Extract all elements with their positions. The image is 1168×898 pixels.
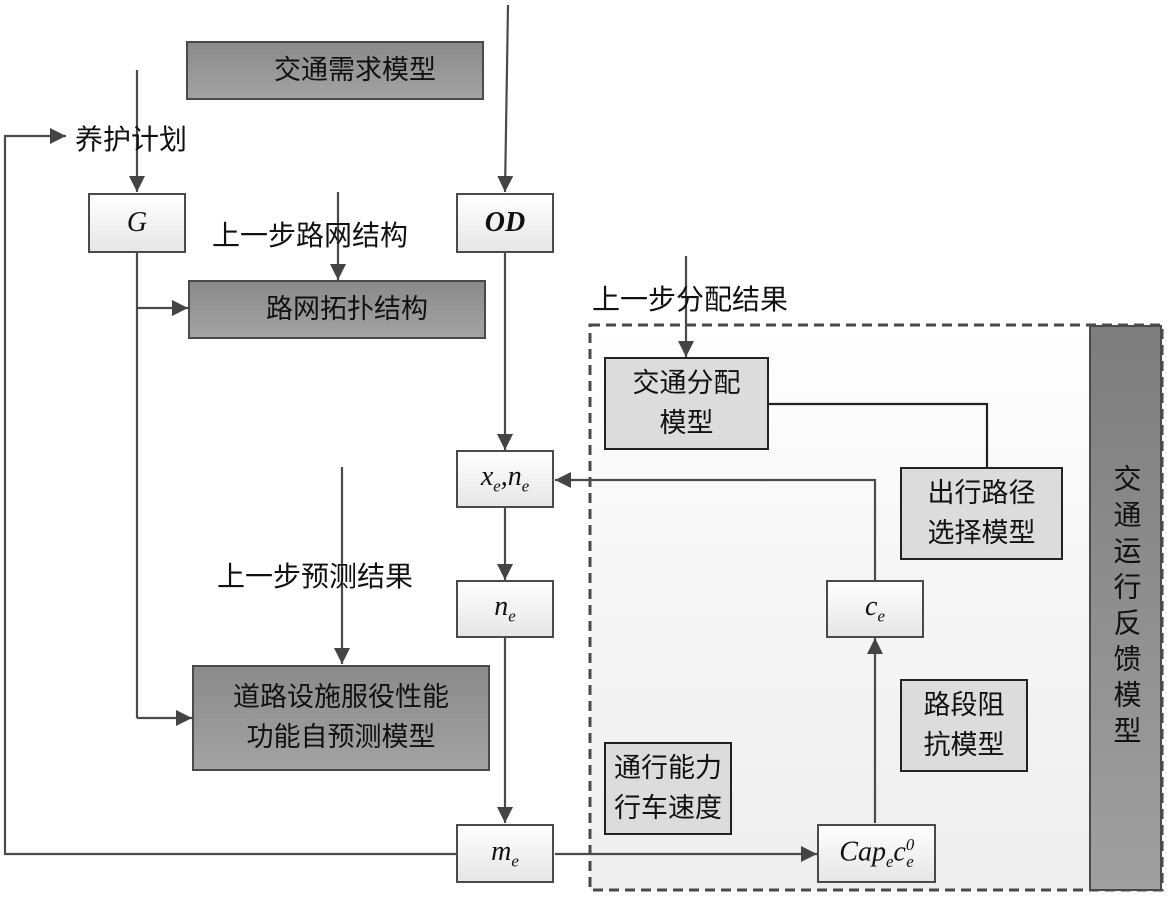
capacity-speed-line2: 行车速度 xyxy=(614,792,722,824)
link-impedance-model-line2: 抗模型 xyxy=(923,729,1005,761)
line-assignment-to-route xyxy=(769,402,989,467)
feedback-boundary xyxy=(588,323,1164,892)
cap-ce0-label: Capec0e xyxy=(839,835,915,871)
route-choice-model-line1: 出行路径 xyxy=(927,477,1036,509)
traffic-assignment-model-line1: 交通分配 xyxy=(632,367,741,399)
network-topology-box: 路网拓扑结构 xyxy=(188,280,486,339)
performance-prediction-model-box: 道路设施服役性能 功能自预测模型 xyxy=(192,665,490,771)
ce-label: ce xyxy=(865,591,885,626)
maintenance-plan-label: 养护计划 xyxy=(75,123,188,156)
xe-ne-label: xe,ne xyxy=(480,461,530,496)
ne-label: ne xyxy=(494,591,516,626)
ne-box: ne xyxy=(456,580,554,638)
traffic-feedback-model-bar: 交通运行反馈模型 xyxy=(1089,325,1162,891)
network-topology-label: 路网拓扑结构 xyxy=(266,293,428,325)
capacity-speed-line1: 通行能力 xyxy=(614,752,722,784)
traffic-assignment-model-line2: 模型 xyxy=(659,407,714,439)
arrow-ce-to-xene xyxy=(555,472,877,585)
traffic-demand-model-label: 交通需求模型 xyxy=(274,54,436,86)
traffic-feedback-model-label: 交通运行反馈模型 xyxy=(1109,464,1143,752)
g-box: G xyxy=(88,193,186,253)
traffic-demand-model-box: 交通需求模型 xyxy=(186,41,484,100)
route-choice-model-box: 出行路径 选择模型 xyxy=(900,467,1063,560)
cap-ce0-box: Capec0e xyxy=(817,824,936,883)
xe-ne-box: xe,ne xyxy=(456,450,554,508)
me-box: me xyxy=(456,824,554,883)
prev-network-structure-label: 上一步路网结构 xyxy=(212,219,409,252)
performance-model-line2: 功能自预测模型 xyxy=(246,722,436,753)
od-label: OD xyxy=(484,207,526,238)
me-label: me xyxy=(491,835,519,871)
performance-model-line1: 道路设施服役性能 xyxy=(233,682,449,713)
prev-prediction-result-label: 上一步预测结果 xyxy=(217,560,414,593)
link-impedance-model-box: 路段阻 抗模型 xyxy=(900,679,1028,772)
arrow-top-to-od xyxy=(497,4,514,193)
od-box: OD xyxy=(456,193,554,253)
route-choice-model-line2: 选择模型 xyxy=(927,517,1036,549)
prev-assignment-result-label: 上一步分配结果 xyxy=(592,283,789,316)
g-label: G xyxy=(126,207,148,238)
link-impedance-model-line1: 路段阻 xyxy=(923,689,1005,721)
arrow-me-to-plan xyxy=(3,128,457,856)
capacity-speed-box: 通行能力 行车速度 xyxy=(604,742,732,835)
ce-box: ce xyxy=(826,580,924,638)
traffic-assignment-model-box: 交通分配 模型 xyxy=(604,357,769,450)
